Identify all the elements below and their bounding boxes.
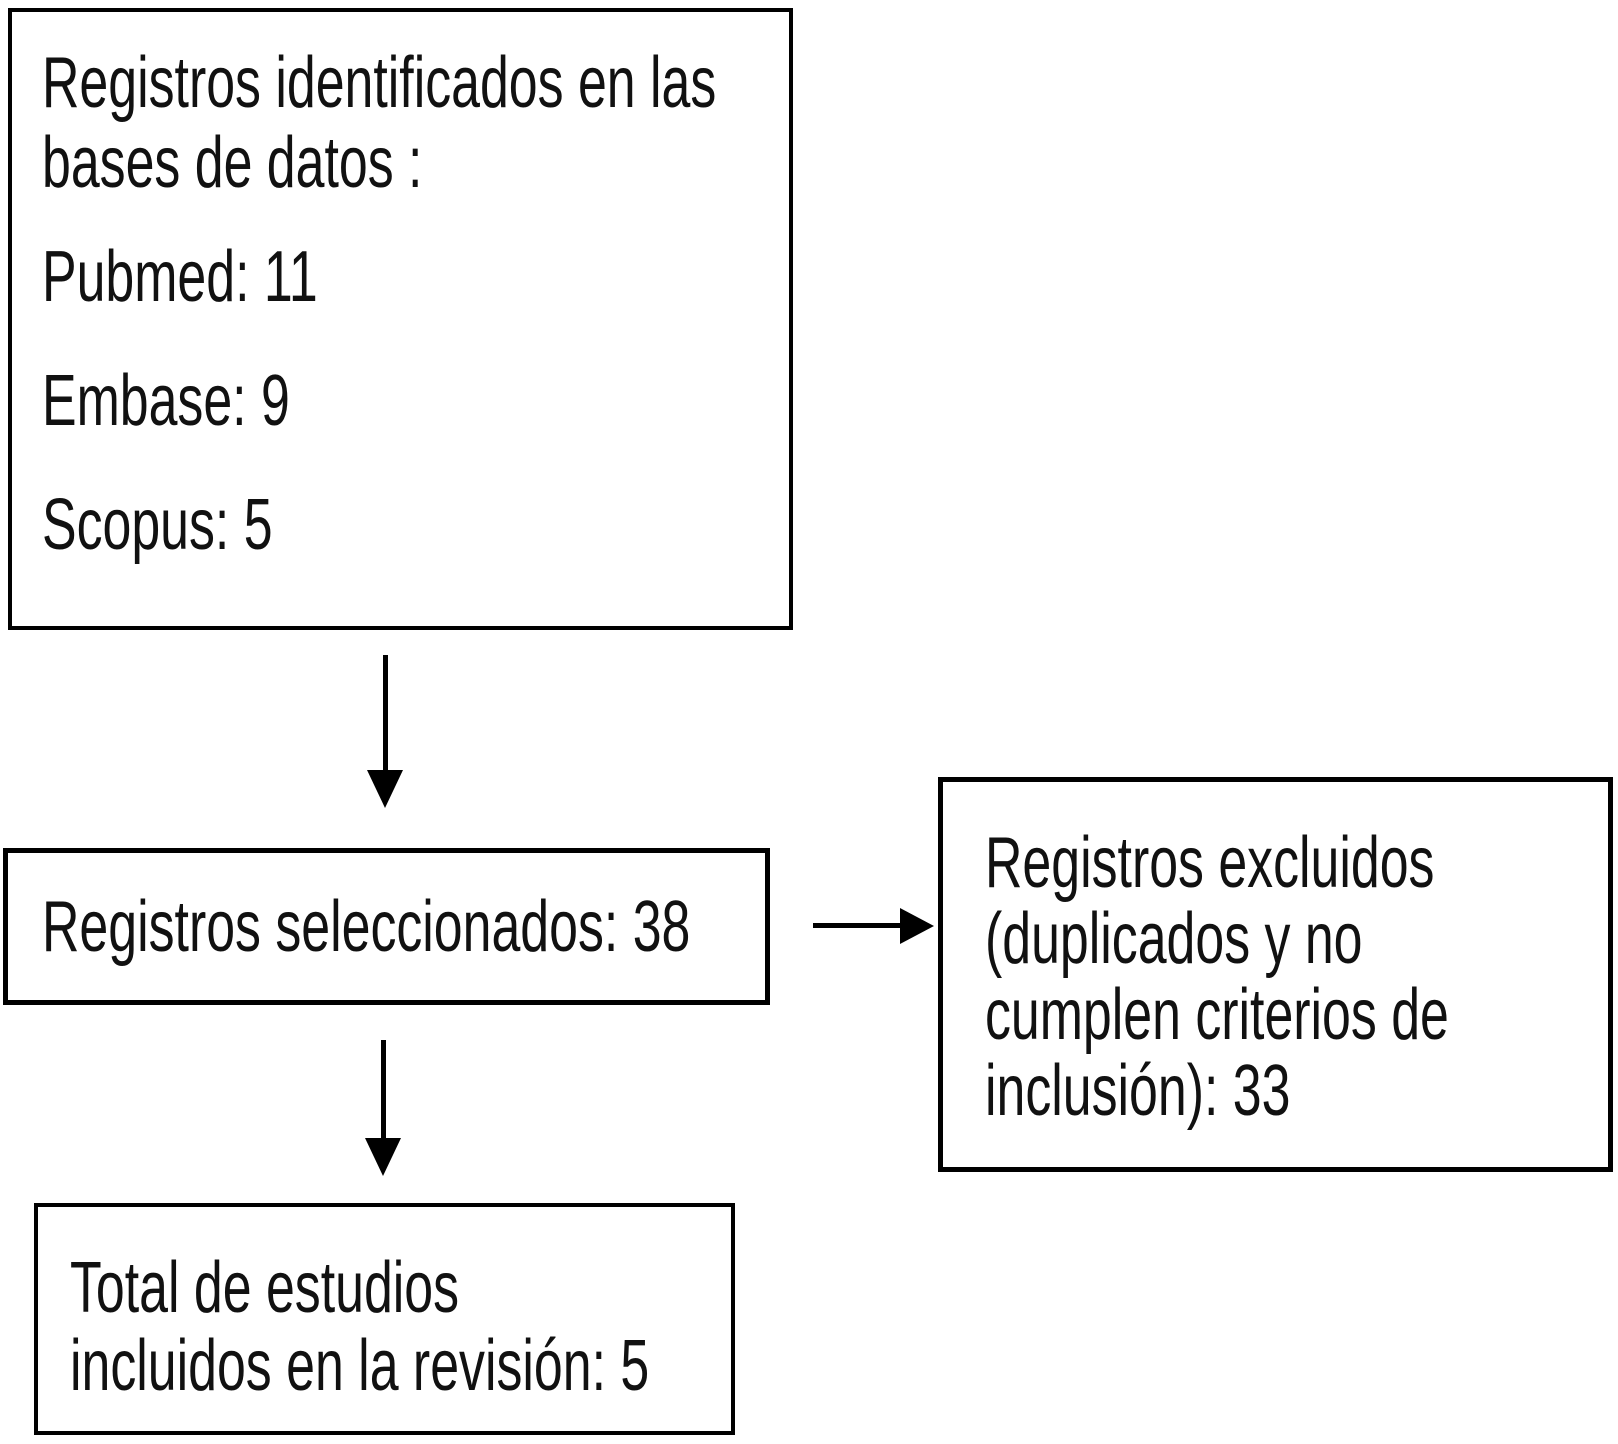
- right-arrow-line: [813, 923, 905, 928]
- down-arrow-line-1: [383, 655, 388, 773]
- screened-count-label: Registros seleccionados: 38: [42, 887, 691, 967]
- screened-text: Registros seleccionados: 38: [42, 887, 943, 967]
- included-line1: Total de estudios: [70, 1248, 460, 1328]
- right-arrow-icon: [900, 908, 934, 944]
- identification-heading-line2: bases de datos :: [42, 123, 423, 203]
- identification-text: Registros identificados en las bases de …: [42, 43, 979, 565]
- included-text: Total de estudios incluidos en la revisi…: [70, 1249, 874, 1405]
- screened-box: Registros seleccionados: 38: [3, 848, 770, 1005]
- identification-heading-line1: Registros identificados en las: [42, 43, 717, 123]
- identification-box: Registros identificados en las bases de …: [8, 8, 793, 630]
- excluded-line1: Registros excluidos: [985, 823, 1435, 903]
- excluded-text: Registros excluidos (duplicados y no cum…: [985, 825, 1618, 1129]
- down-arrow-icon-1: [367, 770, 403, 808]
- identification-pubmed-count: Pubmed: 11: [42, 237, 318, 317]
- identification-scopus-count: Scopus: 5: [42, 485, 273, 565]
- excluded-line2: (duplicados y no: [985, 899, 1363, 979]
- included-line2: incluidos en la revisión: 5: [70, 1326, 650, 1406]
- down-arrow-icon-2: [365, 1138, 401, 1176]
- identification-embase-count: Embase: 9: [42, 361, 290, 441]
- excluded-line3: cumplen criterios de: [985, 975, 1449, 1055]
- excluded-box: Registros excluidos (duplicados y no cum…: [938, 777, 1613, 1172]
- excluded-line4: inclusión): 33: [985, 1051, 1291, 1131]
- down-arrow-line-2: [381, 1040, 386, 1142]
- included-box: Total de estudios incluidos en la revisi…: [34, 1203, 735, 1435]
